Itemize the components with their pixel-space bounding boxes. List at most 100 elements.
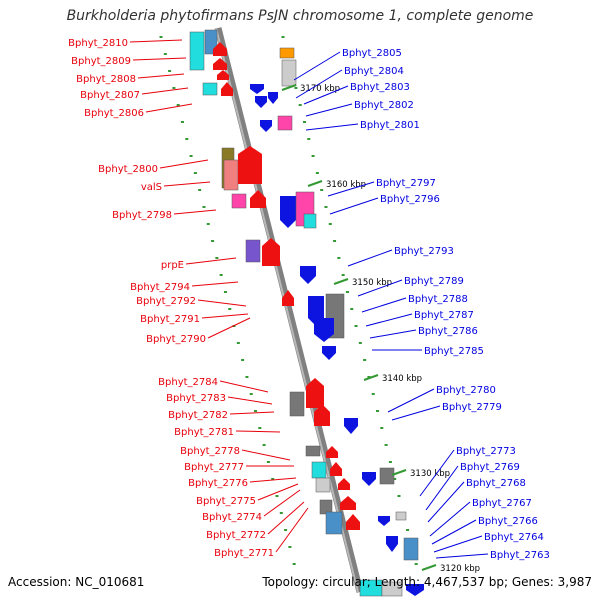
right-leader-line [303,85,349,105]
kbp-tick-mark [363,374,379,381]
kbp-tick-label: 3170 kbp [300,84,340,94]
right-leader-line [347,249,393,267]
right-gene-label: Bphyt_2780 [436,385,496,396]
left-leader-line [235,430,281,433]
right-gene [344,418,358,434]
track-dot [333,240,337,242]
left-leader-line [163,181,211,187]
left-gene [282,290,294,306]
right-gene-labels: Bphyt_2805Bphyt_2804Bphyt_2803Bphyt_2802… [293,48,550,561]
right-leader-line [427,481,465,523]
left-leader-line [197,299,247,307]
left-gene-label: Bphyt_2794 [130,282,190,293]
kbp-tick-mark [307,180,323,187]
left-gene-label: Bphyt_2791 [140,314,200,325]
left-leader-line [229,411,275,415]
track-dot [406,529,410,531]
track-dot [189,155,193,157]
kbp-tick-mark [281,84,297,91]
right-leader-line [295,69,343,99]
right-gene-label: Bphyt_2764 [484,532,544,543]
left-gene-label: Bphyt_2771 [214,548,274,559]
track-dot [228,308,232,310]
right-gene-label: Bphyt_2779 [442,402,502,413]
left-leader-line [185,257,237,265]
left-gene-label: Bphyt_2781 [174,427,234,438]
right-leader-line [433,535,483,553]
left-gene-label: Bphyt_2807 [80,90,140,101]
right-gene-label: Bphyt_2789 [404,276,464,287]
track-dot [384,444,388,446]
track-dot [393,478,397,480]
right-gene-label: Bphyt_2804 [344,66,404,77]
right-gene [250,84,264,94]
right-leader-line [305,103,353,117]
track-dot [219,274,223,276]
right-gene [279,47,295,59]
right-leader-line [357,279,403,297]
track-dot [284,529,288,531]
right-gene-label: Bphyt_2773 [456,446,516,457]
right-gene-label: Bphyt_2763 [490,550,550,561]
left-gene [289,391,305,417]
track-dot [236,342,240,344]
track-dot [341,274,345,276]
left-gene [213,42,227,56]
right-gene-label: Bphyt_2785 [424,346,484,357]
left-gene-label: Bphyt_2809 [71,56,131,67]
track-dot [363,359,367,361]
left-leader-line [129,39,183,43]
kbp-tick-label: 3130 kbp [410,469,450,479]
track-dot [371,393,375,395]
left-gene-labels: Bphyt_2810Bphyt_2809Bphyt_2808Bphyt_2807… [68,38,309,559]
left-gene-label: prpE [161,260,184,271]
track-dot [414,563,418,565]
track-dot [172,87,176,89]
left-gene-label: Bphyt_2777 [184,462,244,473]
backbone-line [214,27,364,593]
right-gene [395,511,407,521]
right-gene [379,467,395,485]
left-gene [223,159,239,191]
track-dot [163,53,167,55]
kbp-tick-mark [333,278,349,285]
right-leader-line [369,329,417,339]
track-dot [206,223,210,225]
left-gene [238,146,262,184]
right-gene [280,196,296,228]
right-gene-label: Bphyt_2766 [478,516,538,527]
right-leader-line [429,501,471,537]
left-leader-line [145,103,193,113]
track-dot [168,70,172,72]
right-gene [268,92,278,104]
track-dot [337,257,341,259]
track-dot [275,495,279,497]
left-gene [346,514,360,530]
right-gene-label: Bphyt_2805 [342,48,402,59]
left-leader-line [241,449,291,461]
right-gene-label: Bphyt_2802 [354,100,414,111]
left-leader-line [207,317,251,339]
track-dot [302,121,306,123]
track-dot [245,376,249,378]
right-gene-label: Bphyt_2796 [380,194,440,205]
right-gene [300,266,316,284]
left-gene-label: Bphyt_2774 [202,512,262,523]
track-dot [350,308,354,310]
track-dot [193,172,197,174]
left-gene [314,404,330,426]
right-gene [255,96,267,108]
track-dot [262,444,266,446]
right-gene [281,59,297,87]
track-dot [315,172,319,174]
right-gene-label: Bphyt_2788 [408,294,468,305]
track-dot [176,104,180,106]
left-leader-line [191,281,239,287]
track-dot [388,461,392,463]
right-gene [406,584,424,596]
right-gene-label: Bphyt_2793 [394,246,454,257]
left-leader-line [275,507,309,553]
track-dot [241,359,245,361]
